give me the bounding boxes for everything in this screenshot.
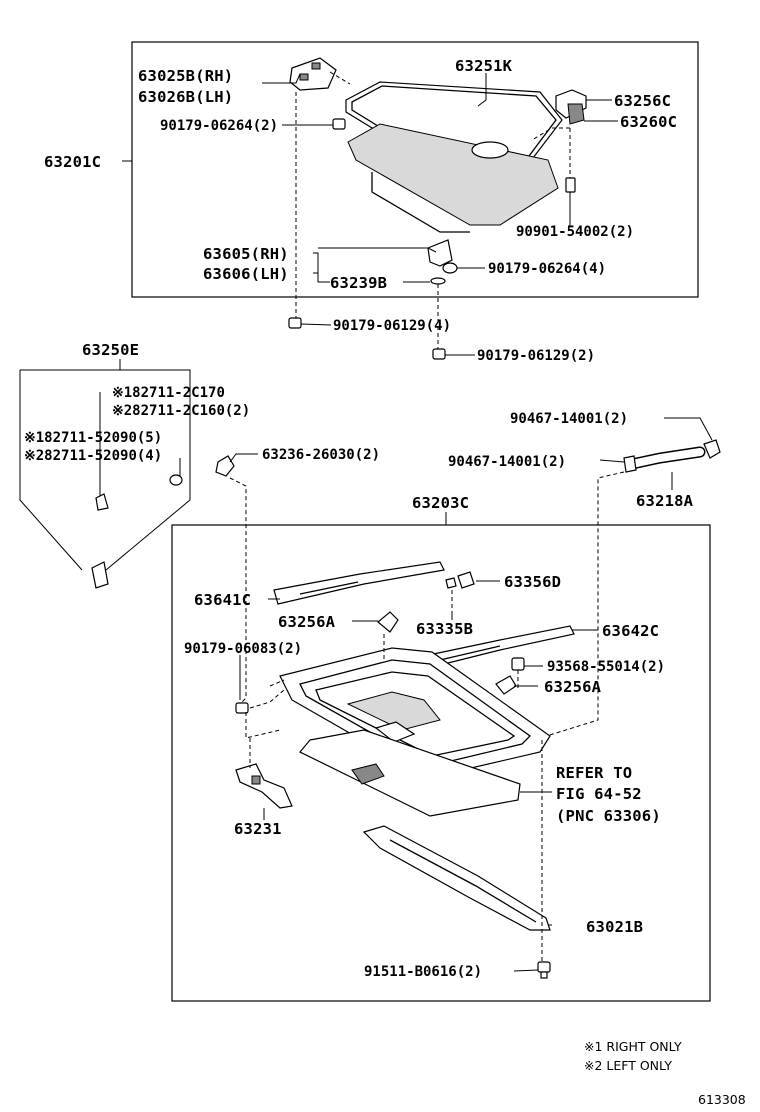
- label-63606: 63606(LH): [203, 265, 289, 283]
- label-63021b: 63021B: [586, 918, 643, 936]
- label-63231: 63231: [234, 820, 282, 838]
- hinge-bracket-left: [289, 57, 337, 91]
- label-63356d: 63356D: [504, 573, 561, 591]
- label-63605: 63605(RH): [203, 245, 289, 263]
- label-90179-06264-4: 90179-06264(4): [488, 261, 606, 277]
- label-82711-2c170: ※182711-2C170: [112, 385, 225, 401]
- part-63256a-lower: [495, 675, 517, 695]
- part-63356d: [457, 571, 475, 589]
- label-90901-54002: 90901-54002(2): [516, 224, 634, 240]
- label-63260c: 63260C: [620, 113, 677, 131]
- bracket-63231: [235, 763, 293, 809]
- nut-90179-06129-4: [288, 317, 302, 329]
- clip-63236: [215, 455, 235, 477]
- refer-line-1: REFER TO: [556, 764, 632, 782]
- label-63251k: 63251K: [455, 57, 513, 75]
- label-63236: 63236-26030(2): [262, 447, 380, 463]
- label-63250e: 63250E: [82, 341, 139, 359]
- bolt-91511: [537, 961, 551, 979]
- label-63641c: 63641C: [194, 591, 251, 609]
- label-82711-2c160: ※282711-2C160(2): [112, 403, 250, 419]
- sunroof-glass-illustration: [345, 81, 563, 233]
- label-63256a-lower: 63256A: [544, 678, 602, 696]
- figure-id: 613308: [698, 1092, 746, 1107]
- rail-63641c: [273, 561, 445, 605]
- label-90179-06129-4: 90179-06129(4): [333, 318, 451, 334]
- note-right-only: ※1 RIGHT ONLY: [584, 1039, 682, 1054]
- label-90179-06129-2: 90179-06129(2): [477, 348, 595, 364]
- label-82711-52090-5: ※182711-52090(5): [24, 430, 162, 446]
- label-63026b: 63026B(LH): [138, 88, 233, 106]
- group-box-63203c: [171, 524, 711, 1002]
- reinforcement-63021b: [362, 825, 551, 931]
- label-63642c: 63642C: [602, 622, 659, 640]
- refer-line-2: FIG 64-52: [556, 785, 642, 803]
- drain-hose-group: [19, 359, 191, 701]
- label-90179-06083: 90179-06083(2): [184, 641, 302, 657]
- note-left-only: ※2 LEFT ONLY: [584, 1058, 672, 1073]
- label-63218a: 63218A: [636, 492, 694, 510]
- label-82711-52090-4: ※282711-52090(4): [24, 448, 162, 464]
- label-63256a-upper: 63256A: [278, 613, 336, 631]
- label-93568: 93568-55014(2): [547, 659, 665, 675]
- part-63256a-upper: [377, 611, 399, 633]
- nut-90179-06264-a: [332, 118, 346, 130]
- nut-90179-06083: [235, 702, 249, 714]
- label-63256c: 63256C: [614, 92, 671, 110]
- bolt-90901-54002: [565, 177, 576, 193]
- label-90467-top: 90467-14001(2): [510, 411, 628, 427]
- bracket-63605: [427, 239, 458, 285]
- nut-90179-06129-2: [432, 348, 446, 360]
- refer-line-3: (PNC 63306): [556, 807, 661, 825]
- label-63201c: 63201C: [44, 153, 101, 171]
- label-91511: 91511-B0616(2): [364, 964, 482, 980]
- label-90179-06264-2: 90179-06264(2): [160, 118, 278, 134]
- label-63239b: 63239B: [330, 274, 387, 292]
- group-box-63201c: [131, 41, 699, 298]
- sunroof-frame: [279, 647, 551, 779]
- bracket-63256c: [555, 89, 587, 125]
- sunshade-panel: [299, 729, 521, 817]
- label-63335b: 63335B: [416, 620, 473, 638]
- hose-63218a: [623, 439, 721, 473]
- label-63203c: 63203C: [412, 494, 469, 512]
- label-90467-mid: 90467-14001(2): [448, 454, 566, 470]
- bolt-93568: [511, 657, 525, 671]
- label-63025b: 63025B(RH): [138, 67, 233, 85]
